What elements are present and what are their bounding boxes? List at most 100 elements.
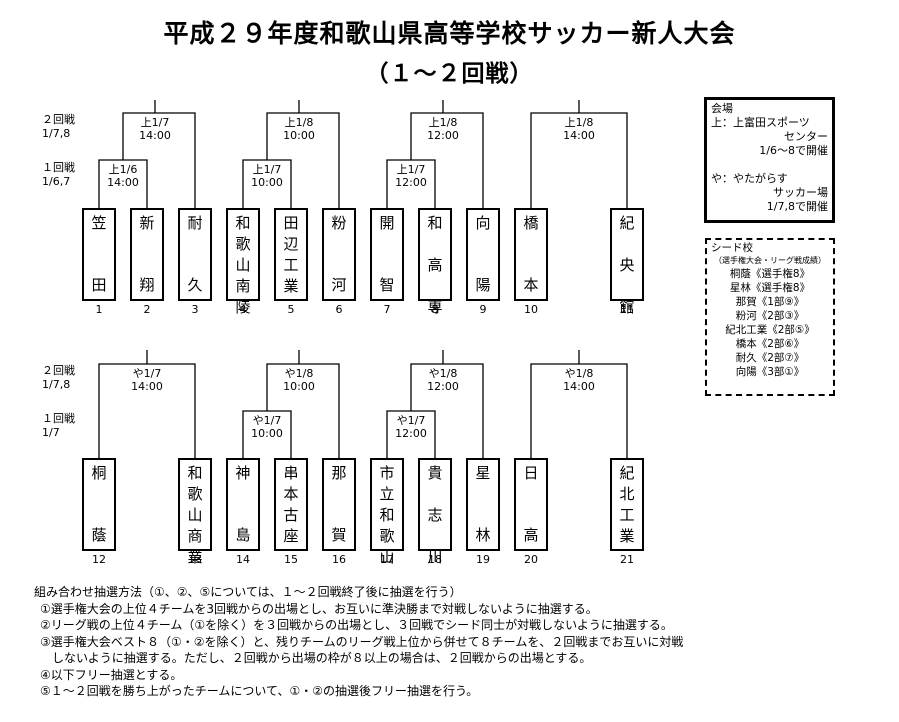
team-name-char <box>420 526 450 547</box>
round-label: １回戦 <box>42 161 75 174</box>
team-name-bottom: 智 <box>379 276 395 294</box>
team-box: 貴 志 川 <box>418 458 452 566</box>
team-name-bottom: 本 <box>523 276 539 294</box>
team-number: 6 <box>335 303 343 316</box>
team-name-char: 山 <box>379 548 395 566</box>
team-name-top: 耐 <box>187 214 203 232</box>
round2-label-top: ２回戦 1/7,8 <box>42 113 75 141</box>
team-name-char: 和 <box>427 214 443 232</box>
bracket-line <box>266 363 340 458</box>
team-number: 12 <box>92 553 106 566</box>
round-label: １回戦 <box>42 412 75 425</box>
team-name-top: 市立和歌山 <box>372 463 402 568</box>
team-name-char <box>420 234 450 255</box>
team-name-char: 歌 <box>379 527 395 545</box>
team-number: 1 <box>95 303 103 316</box>
team-number: 21 <box>620 553 634 566</box>
team-box: 串本古座 <box>274 458 308 551</box>
notes-line: ⑤１～２回戦を勝ち上がったチームについて、①・②の抽選後フリー抽選を行う。 <box>40 684 479 698</box>
draw-method-notes: 組み合わせ抽選方法（①、②、⑤については、１～２回戦終了後に抽選を行う） ①選手… <box>34 584 683 700</box>
team-name-char: 紀 <box>619 464 635 482</box>
team-name-top: 粉 <box>331 214 347 232</box>
team-name-top: 紀 央 館 <box>612 213 642 318</box>
team-name-top: 串本古座 <box>276 463 306 547</box>
team-name-char: 串 <box>283 464 299 482</box>
team-name-char: 座 <box>283 527 299 545</box>
team-name-top: 田辺工業 <box>276 213 306 297</box>
team-name-char: 央 <box>619 256 635 274</box>
team-name-char: 立 <box>379 485 395 503</box>
seed-item: 桐蔭《選手権8》 <box>729 268 811 280</box>
team-name-char: 専 <box>427 298 443 316</box>
team-name-char: 和 <box>235 214 251 232</box>
team-name-top: 笠 <box>91 214 107 232</box>
team-box: 向陽 <box>466 208 500 301</box>
team-name-char: 和 <box>379 506 395 524</box>
team-name-top: 開 <box>379 214 395 232</box>
team-name-bottom: 翔 <box>139 276 155 294</box>
venue-line: サッカー場 <box>773 186 828 199</box>
round-date: 1/6,7 <box>42 175 71 188</box>
team-name-top: 神 <box>235 464 251 482</box>
team-name-top: 日 <box>523 464 539 482</box>
team-name-char: 山 <box>235 256 251 274</box>
team-box: 和歌山商業 <box>178 458 212 566</box>
team-number: 4 <box>239 303 247 316</box>
team-box: 日高 <box>514 458 548 551</box>
venue-line: 1/7,8で開催 <box>766 200 828 213</box>
venue-info-box: 会場 上：上富田スポーツ センター 1/6～8で開催 や：やたがらす サッカー場… <box>704 97 835 223</box>
seed-item: 星林《選手権8》 <box>729 282 811 294</box>
team-name-char: 陵 <box>235 298 251 316</box>
team-name-top: 和 高 専 <box>420 213 450 318</box>
team-number: 10 <box>524 303 538 316</box>
team-box: 粉河 <box>322 208 356 301</box>
team-name-bottom: 田 <box>91 276 107 294</box>
team-name-bottom: 河 <box>331 276 347 294</box>
notes-line: ①選手権大会の上位４チームを3回戦からの出場とし、お互いに準決勝まで対戦しないよ… <box>40 601 598 616</box>
team-box: 神島 <box>226 458 260 551</box>
team-box: 田辺工業 <box>274 208 308 301</box>
team-number: 14 <box>236 553 250 566</box>
team-name-char: 辺 <box>283 235 299 253</box>
notes-line: ④以下フリー抽選とする。 <box>40 667 183 682</box>
round1-label-top: １回戦 1/6,7 <box>42 161 75 189</box>
team-name-bottom: 賀 <box>331 526 347 544</box>
team-name-char <box>420 484 450 505</box>
team-number: 5 <box>287 303 295 316</box>
team-name-char: 古 <box>283 506 299 524</box>
bracket-line <box>266 112 340 208</box>
venue-heading: 会場 <box>711 102 733 115</box>
team-name-char: 本 <box>283 485 299 503</box>
round-date: 1/7,8 <box>42 127 71 140</box>
team-name-char: 紀 <box>619 214 635 232</box>
seed-item: 耐久《2部⑦》 <box>735 352 805 364</box>
seed-item: 橋本《2部⑥》 <box>735 338 805 350</box>
team-number: 11 <box>620 303 634 316</box>
team-box: 星林 <box>466 458 500 551</box>
page-subtitle: （１～２回戦） <box>365 61 534 87</box>
team-number: 17 <box>380 553 394 566</box>
seed-subheading: （選手権大会・リーグ戦成績） <box>714 256 826 265</box>
team-name-top: 星 <box>475 464 491 482</box>
notes-line: ③選手権大会ベスト８（①・②を除く）と、残りチームのリーグ戦上位から併せて８チー… <box>40 634 684 649</box>
team-name-top: 和歌山南陵 <box>228 213 258 318</box>
team-name-char: 和 <box>187 464 203 482</box>
notes-line: ②リーグ戦の上位４チーム（①を除く）を３回戦からの出場とし、３回戦でシード同士が… <box>40 618 673 632</box>
team-box: 紀北工業 <box>610 458 644 551</box>
round-label: ２回戦 <box>42 364 75 377</box>
seed-item: 向陽《3部①》 <box>735 366 805 378</box>
venue-line: や：やたがらす <box>711 172 788 185</box>
team-box: 耐久 <box>178 208 212 301</box>
team-box: 和歌山南陵 <box>226 208 260 316</box>
team-name-bottom: 久 <box>187 276 203 294</box>
team-box: 橋本 <box>514 208 548 301</box>
